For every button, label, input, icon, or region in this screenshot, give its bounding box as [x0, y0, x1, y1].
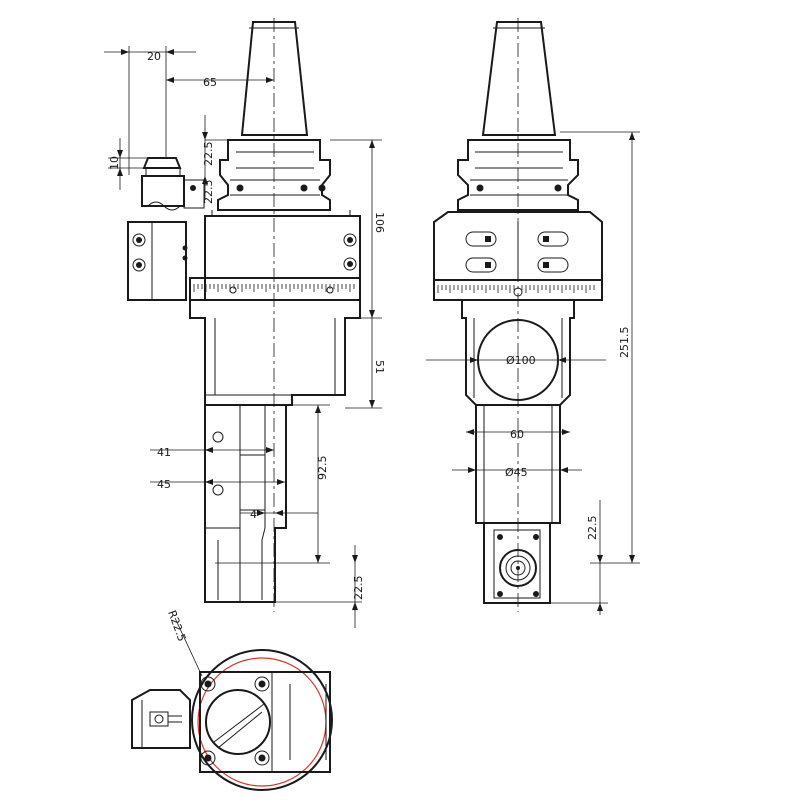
- side-scale-ring: [189, 277, 361, 301]
- dim-front-60: 60: [510, 428, 524, 441]
- bottom-square-body: [199, 671, 331, 773]
- dim-front-22-5: 22.5: [586, 516, 599, 541]
- dim-bottom-r22-5: R22.5: [165, 609, 188, 644]
- side-taper-cone: [240, 21, 309, 136]
- side-view: [127, 18, 361, 612]
- front-flange: [457, 139, 579, 211]
- dim-side-106: 106: [373, 212, 386, 233]
- front-tool-holder: [483, 522, 551, 604]
- side-extension-arm: [204, 405, 287, 603]
- side-stop-pin: [142, 157, 182, 169]
- bottom-stop-block: [131, 689, 191, 749]
- dim-side-92-5: 92.5: [316, 456, 329, 481]
- dim-side-22-5-mid: 22.5: [202, 180, 215, 205]
- bottom-view: R22.5: [131, 609, 333, 791]
- dim-side-22-5-bottom: 22.5: [352, 576, 365, 601]
- dim-front-dia-45: Ø45: [505, 466, 528, 479]
- dim-side-10: 10: [108, 156, 121, 170]
- front-scale-ticks: [437, 285, 595, 293]
- side-flange: [217, 139, 331, 211]
- side-head-block: [204, 215, 361, 301]
- front-taper-cone: [481, 21, 557, 136]
- side-stop-pin-housing: [141, 175, 185, 207]
- bottom-round-body: [191, 649, 333, 791]
- dim-side-20: 20: [147, 50, 161, 63]
- side-scale-ticks: [193, 284, 355, 292]
- bottom-inner-bore: [205, 689, 271, 755]
- side-dimensions: 20 65 22.5 10 22.5 106 51: [104, 46, 386, 628]
- dim-side-65: 65: [203, 76, 217, 89]
- dim-side-45: 45: [157, 478, 171, 491]
- front-slots: [465, 231, 569, 273]
- side-stop-block: [127, 221, 187, 301]
- front-dimensions: 251.5 Ø100 60 Ø45 22.5: [426, 131, 640, 615]
- dim-front-dia-100: Ø100: [506, 354, 536, 367]
- dim-front-251-5: 251.5: [618, 327, 631, 359]
- dim-side-4: 4: [250, 508, 257, 521]
- dim-side-41: 41: [157, 446, 171, 459]
- dim-side-51: 51: [373, 360, 386, 374]
- dim-side-22-5-top: 22.5: [202, 142, 215, 167]
- side-lower-housing: [189, 300, 361, 406]
- front-view: [433, 18, 603, 612]
